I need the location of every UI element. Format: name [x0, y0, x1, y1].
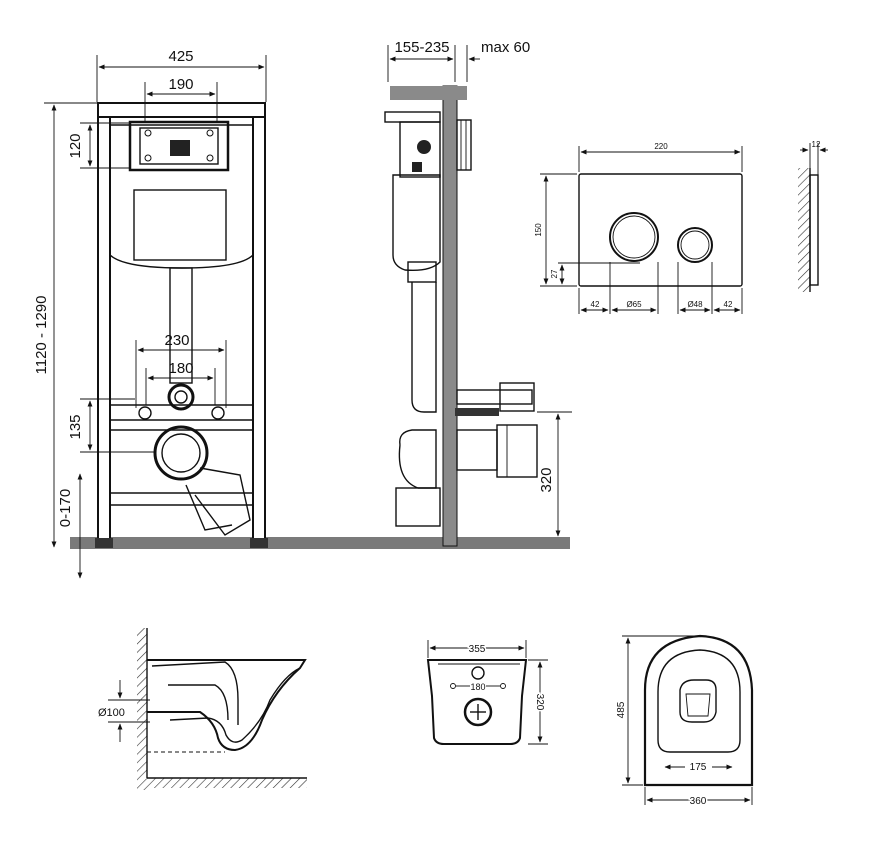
bowl-top-view: 485 175 360	[616, 634, 754, 809]
plate-left-margin-label: 42	[591, 300, 600, 309]
bolt-outer-label: 230	[164, 332, 189, 349]
back-depth-label: 320	[534, 694, 545, 711]
side-max-label: max 60	[481, 39, 530, 56]
bowl-side-section: Ø100	[98, 628, 307, 790]
top-height-label: 120	[67, 133, 84, 158]
plate-offset-label: 27	[550, 269, 559, 278]
plate-width-label: 220	[654, 142, 668, 151]
large-flush-button	[609, 212, 659, 262]
plate-thickness-label: 12	[812, 140, 821, 149]
frame-side-dimensions: 155-235 max 60 320	[387, 39, 572, 537]
frame-width-label: 425	[168, 48, 193, 65]
top-inner-label: 175	[690, 762, 707, 773]
frame-front-view	[70, 102, 570, 549]
outlet-height-label: 135	[67, 414, 84, 439]
plate-height-label: 150	[534, 223, 543, 237]
small-flush-button	[677, 227, 713, 263]
small-button-diameter-label: Ø48	[687, 300, 703, 309]
big-button-diameter-label: Ø65	[626, 300, 642, 309]
bolt-inner-label: 180	[168, 360, 193, 377]
bowl-back-view: 180 355 320	[426, 640, 548, 745]
bracket-width-label: 190	[168, 76, 193, 93]
frame-height-label: 1120 - 1290	[33, 296, 50, 375]
side-depth-label: 155-235	[394, 39, 449, 56]
floor-slab	[70, 537, 570, 549]
side-outlet-height-label: 320	[538, 467, 555, 492]
pipe-diameter-label: Ø100	[98, 707, 125, 719]
back-width-label: 355	[469, 644, 486, 655]
frame-front-dimensions: 425 190 120 1120 - 1290 230 180 135 0-17…	[33, 48, 267, 579]
flush-plate-side: 12	[798, 140, 828, 292]
plate-right-margin-label: 42	[724, 300, 733, 309]
back-bolt-label: 180	[470, 682, 485, 692]
actuator-plate	[128, 120, 230, 172]
flush-plate-front: 220 150 27 42 Ø65 Ø48 42	[534, 142, 743, 314]
foot-adjust-label: 0-170	[57, 489, 74, 527]
top-width-label: 360	[690, 796, 707, 807]
top-length-label: 485	[616, 701, 627, 718]
frame-side-view	[384, 85, 538, 547]
wall-section	[442, 85, 458, 547]
